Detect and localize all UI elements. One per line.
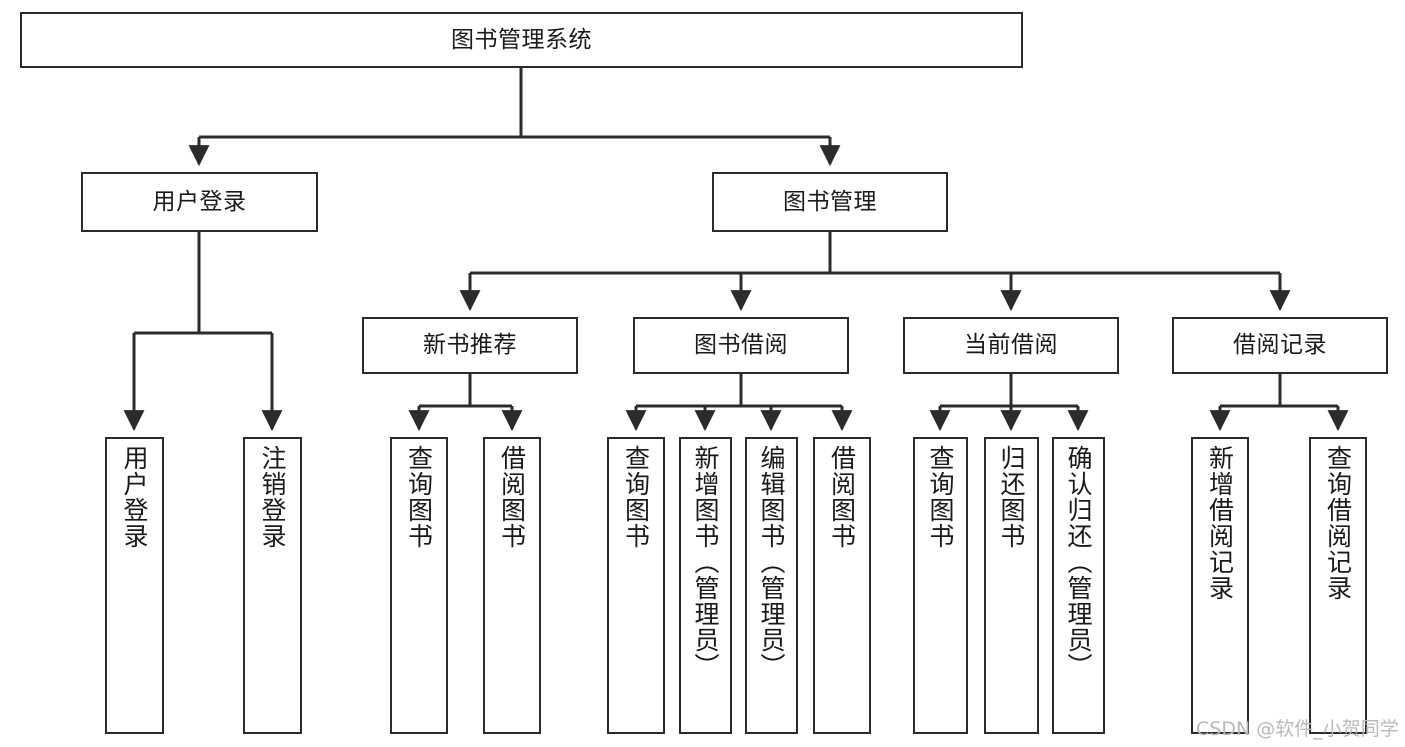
node-leaf-user-login[interactable]: 用户登录	[105, 437, 164, 734]
node-leaf-query-book-recommend[interactable]: 查询图书	[390, 437, 448, 734]
node-new-book-recommend[interactable]: 新书推荐	[362, 317, 578, 374]
node-borrow-record[interactable]: 借阅记录	[1172, 317, 1388, 374]
node-root-label: 图书管理系统	[451, 26, 592, 53]
node-leaf-query-book-current-label: 查询图书	[926, 445, 955, 549]
node-current-borrow[interactable]: 当前借阅	[903, 317, 1119, 374]
node-new-book-recommend-label: 新书推荐	[423, 332, 517, 359]
node-user-login[interactable]: 用户登录	[81, 172, 318, 232]
node-leaf-return-book-label: 归还图书	[997, 445, 1026, 549]
node-leaf-user-login-label: 用户登录	[120, 445, 149, 549]
node-leaf-borrow-book[interactable]: 借阅图书	[813, 437, 871, 734]
csdn-watermark: CSDN @软件_小贺同学	[1196, 718, 1399, 740]
node-leaf-query-book-recommend-label: 查询图书	[404, 445, 434, 549]
node-leaf-logout-login[interactable]: 注销登录	[243, 437, 302, 734]
node-leaf-confirm-return-admin-label: 确认归还（管理员）	[1064, 445, 1093, 679]
node-current-borrow-label: 当前借阅	[964, 332, 1058, 359]
node-leaf-query-borrow-record-label: 查询借阅记录	[1323, 445, 1353, 601]
node-book-borrow-label: 图书借阅	[694, 332, 788, 359]
node-leaf-query-book-current[interactable]: 查询图书	[913, 437, 968, 734]
node-leaf-add-book-admin-label: 新增图书（管理员）	[691, 445, 720, 679]
node-book-management-label: 图书管理	[783, 188, 877, 215]
node-user-login-label: 用户登录	[152, 188, 247, 215]
node-book-management[interactable]: 图书管理	[712, 172, 948, 232]
node-leaf-confirm-return-admin[interactable]: 确认归还（管理员）	[1052, 437, 1105, 734]
node-leaf-return-book[interactable]: 归还图书	[984, 437, 1039, 734]
node-leaf-edit-book-admin-label: 编辑图书（管理员）	[757, 445, 786, 679]
node-leaf-add-book-admin[interactable]: 新增图书（管理员）	[679, 437, 732, 734]
node-leaf-add-borrow-record[interactable]: 新增借阅记录	[1191, 437, 1249, 734]
node-book-borrow[interactable]: 图书借阅	[633, 317, 849, 374]
node-leaf-borrow-book-recommend[interactable]: 借阅图书	[483, 437, 541, 734]
node-leaf-query-borrow-record[interactable]: 查询借阅记录	[1309, 437, 1367, 734]
node-leaf-query-book-borrow-label: 查询图书	[621, 445, 651, 549]
node-leaf-borrow-book-recommend-label: 借阅图书	[497, 445, 527, 549]
node-leaf-logout-login-label: 注销登录	[258, 445, 287, 549]
node-root[interactable]: 图书管理系统	[20, 12, 1023, 68]
node-leaf-edit-book-admin[interactable]: 编辑图书（管理员）	[745, 437, 798, 734]
node-leaf-add-borrow-record-label: 新增借阅记录	[1205, 445, 1235, 601]
node-borrow-record-label: 借阅记录	[1233, 332, 1327, 359]
node-leaf-borrow-book-label: 借阅图书	[827, 445, 857, 549]
node-leaf-query-book-borrow[interactable]: 查询图书	[607, 437, 665, 734]
